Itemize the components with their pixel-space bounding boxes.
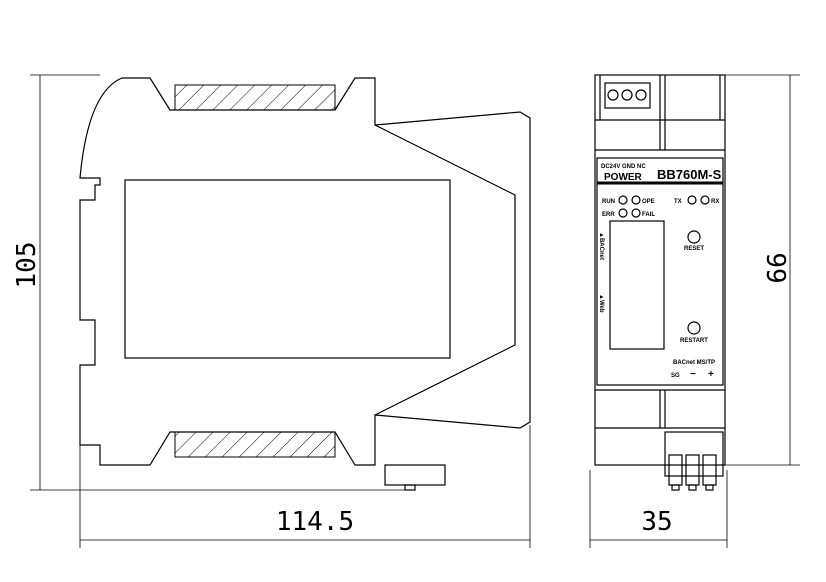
web-port-label: ▲Web xyxy=(598,294,604,313)
plus-label: + xyxy=(708,369,714,380)
dim-99: 99 xyxy=(760,252,790,283)
dim-114-5: 114.5 xyxy=(276,507,354,537)
front-view: DC24V GND NC POWER BB760M-S RUN OPE ERR … xyxy=(594,74,726,491)
side-view xyxy=(79,77,531,491)
bottom-connector xyxy=(664,431,724,491)
led-label-err: ERR xyxy=(602,212,615,218)
bus-label: BACnet MS/TP xyxy=(673,360,715,366)
restart-button[interactable] xyxy=(687,321,701,335)
bacnet-port-label: ▲BACnet xyxy=(598,232,604,260)
led-label-fail: FAIL xyxy=(642,212,655,218)
din-clip xyxy=(384,464,446,486)
terminal-labels: DC24V GND NC xyxy=(601,164,646,170)
reset-button[interactable] xyxy=(687,230,701,244)
minus-label: − xyxy=(690,369,696,380)
dim-105: 105 xyxy=(12,242,42,289)
sg-label: SG xyxy=(671,373,680,379)
led-err-icon xyxy=(618,208,628,218)
led-tx-icon xyxy=(687,195,697,205)
led-label-run: RUN xyxy=(602,199,615,205)
display-slot xyxy=(609,220,665,350)
dim-35: 35 xyxy=(641,507,672,537)
screw-icon xyxy=(607,89,619,101)
screw-icon xyxy=(621,89,633,101)
hatched-grip-top xyxy=(174,84,336,111)
front-panel xyxy=(596,157,724,386)
led-label-ope: OPE xyxy=(642,199,655,205)
led-run-icon xyxy=(618,195,628,205)
led-label-rx: RX xyxy=(711,199,719,205)
reset-label: RESET xyxy=(684,246,704,252)
led-rx-icon xyxy=(700,195,710,205)
restart-label: RESTART xyxy=(680,338,708,344)
power-label: POWER xyxy=(604,172,643,183)
screw-icon xyxy=(635,89,647,101)
hatched-grip-bottom xyxy=(174,431,336,458)
led-fail-icon xyxy=(631,208,641,218)
led-ope-icon xyxy=(631,195,641,205)
display-window xyxy=(124,179,451,359)
dimension-lines: 105 114.5 99 35 xyxy=(12,74,800,548)
led-label-tx: TX xyxy=(674,199,682,205)
model-label: BB760M-S xyxy=(657,167,722,182)
